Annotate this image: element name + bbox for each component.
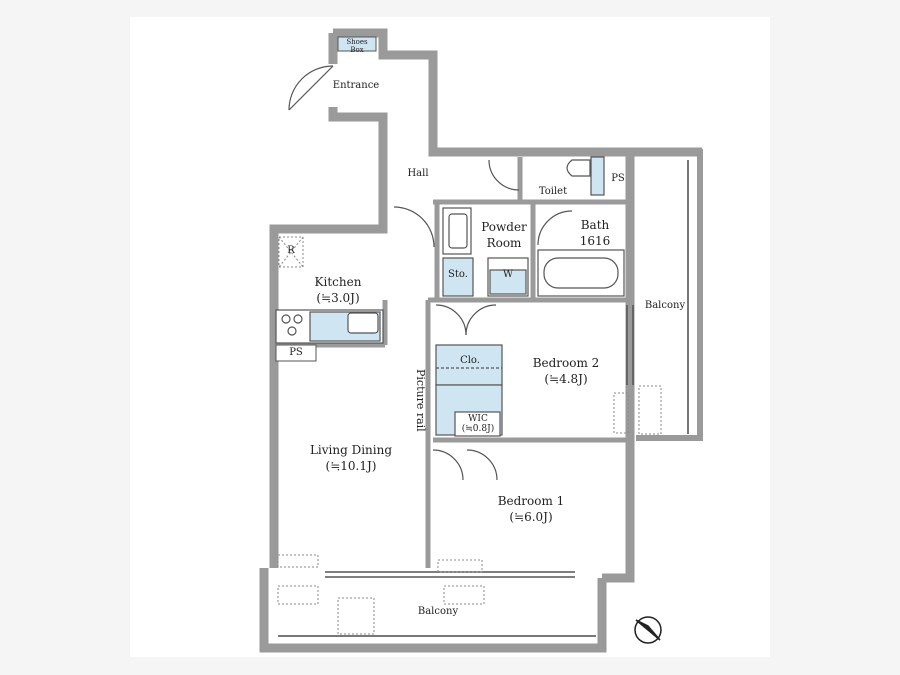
- balcony-bottom-label: Balcony: [417, 606, 459, 617]
- bedroom-1-name: Bedroom 1: [497, 494, 565, 508]
- closet-label: Clo.: [460, 355, 480, 366]
- floor-plan-canvas: [130, 17, 770, 657]
- right-balcony-outline: [636, 149, 703, 441]
- bedroom-1-label: Bedroom 1 (≒6.0J): [488, 493, 574, 525]
- kitchen-name: Kitchen: [314, 275, 362, 289]
- bedroom-2-label: Bedroom 2 (≒4.8J): [524, 355, 608, 387]
- vent-boxes: [277, 385, 662, 635]
- kitchen-label: Kitchen (≒3.0J): [302, 274, 374, 306]
- shoes-box: [337, 36, 377, 52]
- wic-size: (≒0.8J): [461, 424, 495, 434]
- bath-line2: 1616: [579, 234, 611, 248]
- washer-label: W: [502, 269, 514, 280]
- storage-label: Sto.: [448, 269, 468, 280]
- compass-north-icon: [634, 616, 662, 644]
- wic-name: WIC: [468, 414, 488, 424]
- closet-wic: [435, 344, 503, 437]
- picture-rail-label: Picture rail: [414, 368, 427, 432]
- ps-kitchen-box: [275, 344, 317, 362]
- living-dining-name: Living Dining: [309, 443, 393, 457]
- living-dining-label: Living Dining (≒10.1J): [296, 442, 406, 474]
- bath-label: Bath 1616: [570, 217, 620, 249]
- bedroom-1-size: (≒6.0J): [509, 510, 553, 524]
- refrigerator-label: R: [287, 245, 295, 256]
- entrance-door: [288, 65, 334, 111]
- living-dining-size: (≒10.1J): [325, 459, 377, 473]
- toilet-fixture: [566, 156, 605, 196]
- powder-room-line1: Powder: [481, 220, 527, 234]
- interior-doors: [393, 159, 573, 481]
- bath-fixture: [537, 249, 625, 297]
- powder-room-label: Powder Room: [474, 219, 534, 251]
- refrigerator: [278, 236, 304, 268]
- powder-room-fixtures: [442, 207, 529, 297]
- ps-top-label: PS: [611, 173, 625, 184]
- toilet-label: Toilet: [538, 186, 568, 197]
- kitchen-counter: [275, 309, 384, 344]
- windows-bottom: [325, 571, 575, 578]
- hall-label: Hall: [407, 168, 429, 179]
- bedroom-2-name: Bedroom 2: [532, 356, 600, 370]
- ps-kitchen-label: PS: [289, 347, 303, 358]
- windows-right: [626, 305, 634, 385]
- bath-line1: Bath: [580, 218, 610, 232]
- bedroom-2-size: (≒4.8J): [544, 372, 588, 386]
- wic-label: WIC (≒0.8J): [456, 414, 500, 434]
- powder-room-line2: Room: [486, 236, 522, 250]
- entrance-label: Entrance: [332, 80, 380, 91]
- shoes-box-label: Shoes Box: [346, 38, 368, 54]
- kitchen-size: (≒3.0J): [316, 291, 360, 305]
- balcony-right-label: Balcony: [644, 300, 686, 311]
